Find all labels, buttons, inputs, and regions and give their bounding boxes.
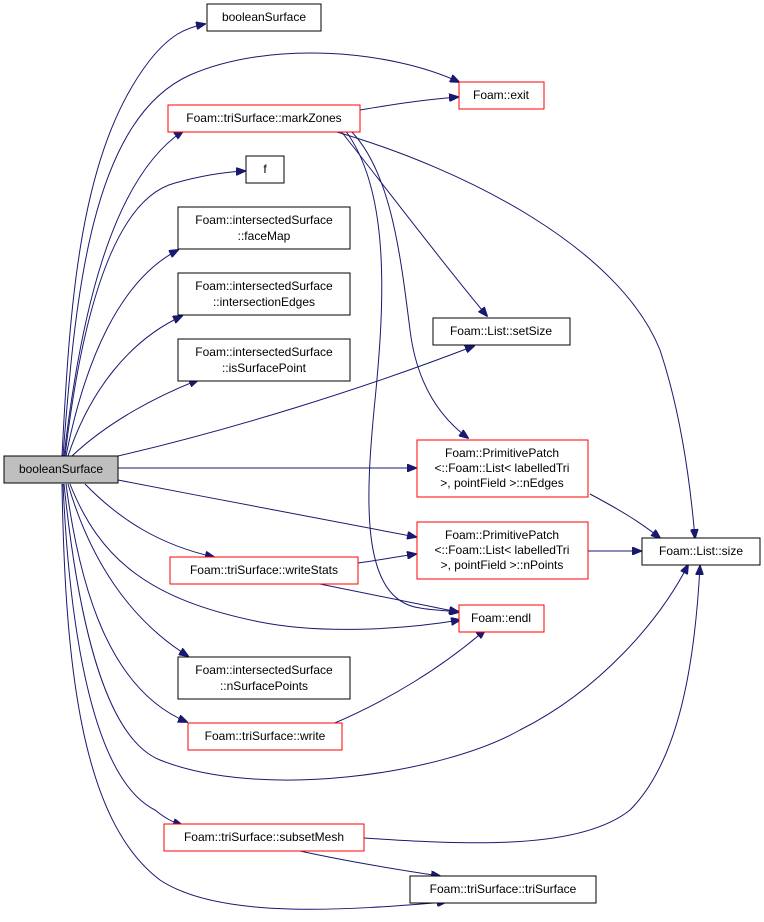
node-label: ::faceMap [238,229,291,243]
edge-write-endl [329,630,485,726]
edge-root-markZones [63,131,183,457]
node-label: Foam::PrimitivePatch [445,446,559,460]
node-label: f [263,162,267,176]
edges [61,24,700,910]
node-nSurfacePoints-box [177,656,351,700]
node-label: Foam::triSurface::triSurface [430,882,577,896]
node-label: booleanSurface [19,462,103,476]
node-label: Foam::triSurface::markZones [186,111,341,125]
node-label: <::Foam::List< labelledTri [435,461,570,475]
edge-root-isSurfacePoint [71,380,198,457]
node-label: ::isSurfacePoint [222,361,307,375]
node-label: Foam::List::setSize [450,324,552,338]
node-nPoints-box [416,521,589,580]
node-label: Foam::exit [473,88,530,102]
edge-root-nSurfacePoints [67,483,188,656]
edge-root-endl [69,483,460,630]
node-size-box [641,537,761,566]
edge-root-booleanSurfaceCtor [61,24,205,457]
node-exit[interactable]: Foam::exit [458,81,545,110]
node-subsetMesh-box [163,823,365,852]
node-root-box [3,455,119,484]
node-intersectionEdges[interactable]: Foam::intersectedSurface ::intersectionE… [177,272,351,316]
edge-root-writeStats [84,483,214,557]
node-triSurface-ctor-box [409,875,597,904]
node-nEdges-box [416,439,589,498]
node-f-box [245,155,285,184]
node-label: Foam::intersectedSurface [195,345,333,359]
node-write[interactable]: Foam::triSurface::write [187,722,343,751]
node-label: Foam::List::size [659,544,743,558]
edge-root-faceMap [65,250,178,457]
edge-writeStats-nPoints [357,554,416,564]
node-endl[interactable]: Foam::endl [458,604,545,633]
node-label: >, pointField >::nEdges [440,476,563,490]
node-root[interactable]: booleanSurface [3,455,119,484]
node-label: booleanSurface [222,10,306,24]
node-label: ::nSurfacePoints [220,679,308,693]
node-subsetMesh[interactable]: Foam::triSurface::subsetMesh [163,823,365,852]
node-endl-box [458,604,545,633]
edge-root-write [65,483,187,722]
edge-nEdges-size [589,493,660,538]
node-markZones-box [167,104,361,133]
node-size[interactable]: Foam::List::size [641,537,761,566]
node-label: Foam::triSurface::subsetMesh [184,830,344,844]
node-isSurfacePoint-box [177,338,351,382]
node-nEdges[interactable]: Foam::PrimitivePatch <::Foam::List< labe… [416,439,589,498]
node-booleanSurface-ctor[interactable]: booleanSurface [206,3,322,32]
edge-root-setSize [117,346,474,457]
edge-markZones-exit [359,97,458,111]
node-exit-box [458,81,545,110]
node-label: Foam::triSurface::writeStats [190,563,338,577]
edge-root-intersectionEdges [67,316,182,457]
node-setSize-box [432,317,571,346]
node-isSurfacePoint[interactable]: Foam::intersectedSurface ::isSurfacePoin… [177,338,351,382]
node-label: Foam::triSurface::write [205,729,326,743]
node-f[interactable]: f [245,155,285,184]
node-markZones[interactable]: Foam::triSurface::markZones [167,104,361,133]
node-label: Foam::intersectedSurface [195,213,333,227]
node-faceMap-box [177,206,351,250]
node-label: Foam::intersectedSurface [195,279,333,293]
edge-writeStats-endl [309,581,458,612]
node-faceMap[interactable]: Foam::intersectedSurface ::faceMap [177,206,351,250]
edge-markZones-size [329,129,695,538]
node-triSurface-ctor[interactable]: Foam::triSurface::triSurface [409,875,597,904]
node-label: Foam::endl [471,611,531,625]
edge-markZones-endl [344,129,459,612]
node-label: Foam::PrimitivePatch [445,528,559,542]
node-writeStats[interactable]: Foam::triSurface::writeStats [169,556,359,585]
edge-root-triSurfaceCtor [61,483,446,910]
edge-root-exit [62,52,459,457]
node-label: ::intersectionEdges [213,295,315,309]
node-nPoints[interactable]: Foam::PrimitivePatch <::Foam::List< labe… [416,521,589,580]
edge-root-size [63,483,688,781]
nodes: booleanSurface booleanSurface Foam::exit… [3,3,761,904]
node-intersectionEdges-box [177,272,351,316]
node-nSurfacePoints[interactable]: Foam::intersectedSurface ::nSurfacePoint… [177,656,351,700]
edge-markZones-setSize [339,129,487,316]
node-write-box [187,722,343,751]
edge-root-nPoints [117,479,416,537]
node-setSize[interactable]: Foam::List::setSize [432,317,571,346]
edge-root-subsetMesh [62,483,182,825]
edge-markZones-nEdges [349,129,468,438]
edge-subsetMesh-triSurfaceCtor [299,850,440,876]
node-writeStats-box [169,556,359,585]
edge-subsetMesh-size [363,566,700,844]
node-label: <::Foam::List< labelledTri [435,543,570,557]
node-label: >, pointField >::nPoints [441,558,564,572]
node-booleanSurface-ctor-box [206,3,322,32]
edge-root-f [64,171,245,457]
node-label: Foam::intersectedSurface [195,663,333,677]
